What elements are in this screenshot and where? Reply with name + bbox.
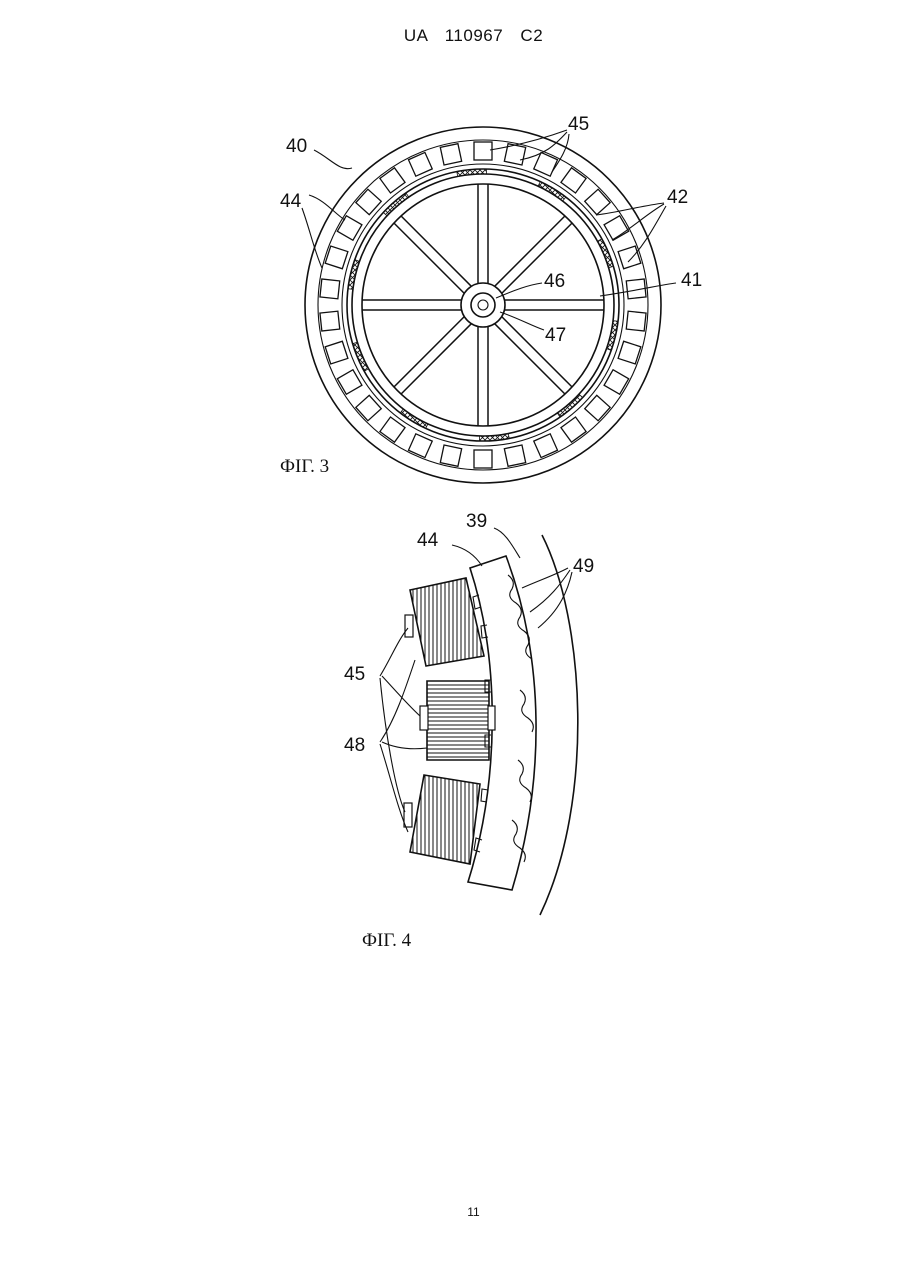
stator-slots <box>320 142 646 468</box>
wavy-interface-49 <box>508 575 533 862</box>
spoke-edge <box>394 223 464 293</box>
shaft-ring <box>471 293 495 317</box>
leader-48-a <box>380 660 415 742</box>
label-45-fig4: 45 <box>344 664 365 685</box>
permanent-magnet <box>400 409 428 428</box>
coil-lower-tab <box>404 803 412 827</box>
leader-40 <box>314 150 352 169</box>
page-number: 11 <box>0 1205 901 1219</box>
label-41: 41 <box>681 270 702 291</box>
label-47: 47 <box>545 325 566 346</box>
rotor-hub <box>461 283 505 327</box>
label-46: 46 <box>544 271 565 292</box>
stator-slot <box>325 246 348 269</box>
coil-upper-tab <box>405 615 413 637</box>
leader-44-fig4 <box>452 545 482 566</box>
label-49: 49 <box>573 556 594 577</box>
label-45: 45 <box>568 114 589 135</box>
figure-4-caption: ФІГ. 4 <box>362 930 412 951</box>
coil-middle-tab-right <box>488 706 495 730</box>
stator-slot <box>337 370 362 395</box>
coil-lower <box>410 775 480 864</box>
stator-slot <box>604 370 629 395</box>
label-44-fig4: 44 <box>417 530 439 551</box>
spoke-edge <box>401 324 471 394</box>
stator-slot <box>440 445 461 466</box>
stator-slot <box>380 168 405 193</box>
rotor-rim <box>352 174 614 436</box>
stator-slot <box>618 341 641 364</box>
coil-middle-tab-left <box>420 706 428 730</box>
label-44: 44 <box>280 191 302 212</box>
stator-slot <box>561 168 586 193</box>
label-39: 39 <box>466 511 487 532</box>
permanent-magnets <box>348 169 618 441</box>
label-40: 40 <box>286 136 307 157</box>
coil-upper <box>410 578 484 666</box>
housing-arc <box>540 535 578 915</box>
coil-middle <box>427 681 489 760</box>
stator-slot <box>380 417 405 442</box>
label-48: 48 <box>344 735 365 756</box>
leader-45-fig4-b <box>382 676 420 716</box>
stator-slot <box>604 216 629 241</box>
shaft-center <box>478 300 488 310</box>
figure-3-caption: ФІГ. 3 <box>280 456 329 477</box>
rotor-spokes <box>362 184 604 426</box>
stator-inner-edge <box>342 164 624 446</box>
spoke-edge <box>394 317 464 387</box>
permanent-magnet <box>353 342 369 371</box>
stator-slot <box>440 144 461 165</box>
stator-slot <box>320 311 340 331</box>
leader-49-c <box>538 572 572 628</box>
label-42: 42 <box>667 187 688 208</box>
stator-slot <box>337 216 362 241</box>
leader-39 <box>494 528 520 558</box>
stator-slot <box>325 341 348 364</box>
stator-slot <box>626 311 646 331</box>
spoke-edge <box>401 216 471 286</box>
rotor-inner-rim <box>362 184 604 426</box>
stator-slot <box>320 279 340 299</box>
stator-slot <box>618 246 641 269</box>
leader-44-b <box>302 208 322 268</box>
figure-3-generator-cross-section: 40 44 45 42 41 46 47 ФІГ. 3 <box>280 114 702 483</box>
figure-4-detail-view: 39 44 49 45 48 ФІГ. 4 <box>344 511 594 951</box>
stator-slot <box>561 417 586 442</box>
permanent-magnet <box>538 182 566 201</box>
outer-housing-ring <box>305 127 661 483</box>
stator-slot <box>504 445 525 466</box>
stator-slot <box>474 450 492 468</box>
stator-slot <box>474 142 492 160</box>
permanent-magnet <box>597 239 613 268</box>
leader-45-fig4-a <box>380 628 408 676</box>
